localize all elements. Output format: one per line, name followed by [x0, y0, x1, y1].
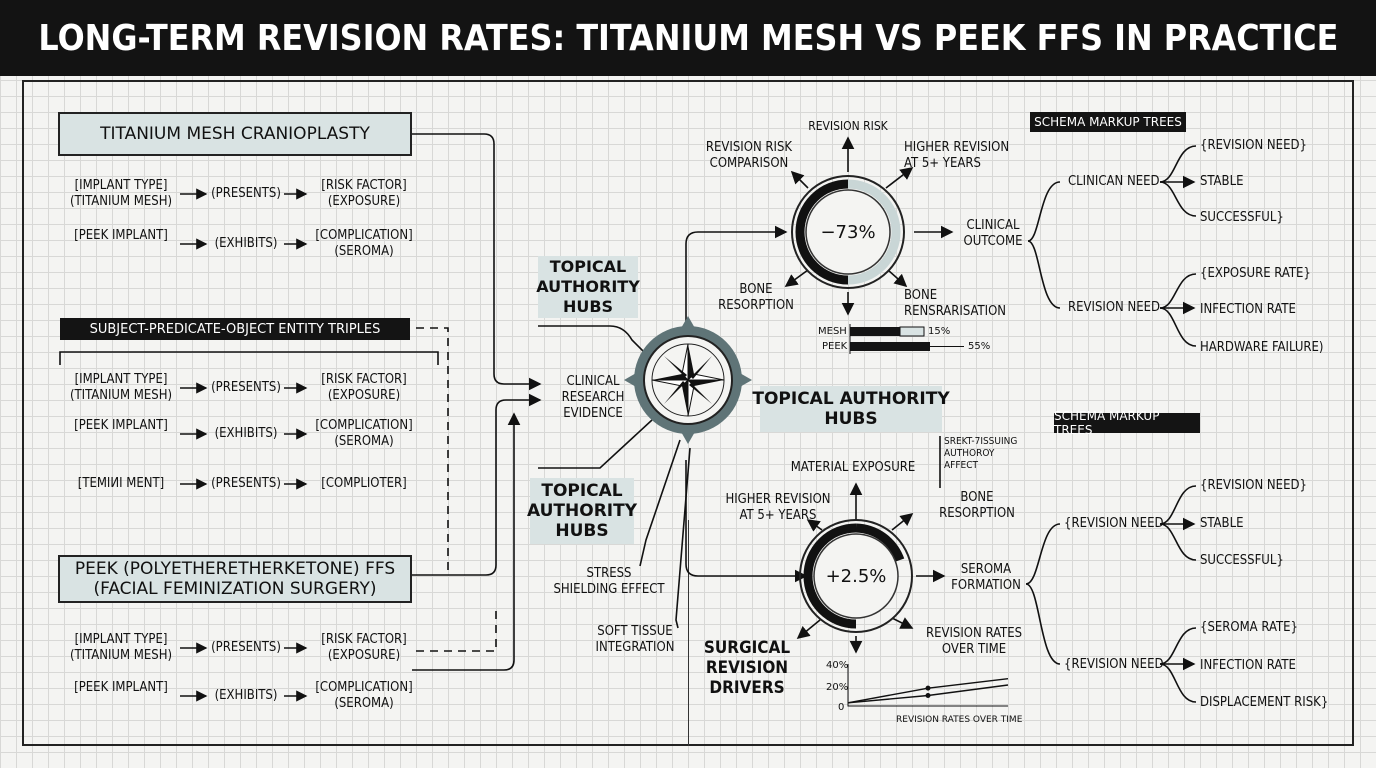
- bone-rensrarisation-label: BONE RENSRARISATION: [904, 288, 1007, 319]
- g3-predicate-1: (PRESENTS): [211, 640, 281, 655]
- g2-subject-2: [PEEK IMPLANT]: [74, 418, 168, 433]
- comparison-bars: [849, 324, 964, 354]
- g2-predicate-2: (EXHIBITS): [214, 426, 278, 441]
- revision-risk-comparison-label: REVISION RISK COMPARISON: [705, 140, 793, 171]
- line-point-2: [925, 693, 931, 698]
- tree1-leaf-3: SUCCESSFUL}: [1200, 210, 1284, 225]
- chart-ytick-0: 0: [838, 702, 845, 713]
- g2-subject-1: [IMPLANT TYPE] (TITANIUM MESH): [69, 372, 173, 403]
- chart-x-label: REVISION RATES OVER TIME: [896, 715, 1023, 725]
- bottom-ring: [799, 519, 913, 633]
- tree2-leaf-3: HARDWARE FAILURE): [1200, 340, 1324, 355]
- titanium-mesh-box: TITANIUM MESH CRANIOPLASTY: [58, 112, 412, 156]
- g2-predicate-3: (PRESENTS): [211, 476, 281, 491]
- g1-predicate-2: (EXHIBITS): [214, 236, 278, 251]
- g3-predicate-2: (EXHIBITS): [214, 688, 278, 703]
- g1-object-1: [RISK FACTOR] (EXPOSURE): [321, 178, 407, 209]
- revision-rates-over-time-label: REVISION RATES OVER TIME: [925, 626, 1023, 657]
- tree3-root: {REVISION NEED: [1064, 516, 1164, 531]
- clinical-research-label: CLINICAL RESEARCH EVIDENCE: [561, 374, 625, 421]
- g2-object-3: [COMPLIOTER]: [321, 476, 407, 491]
- g1-subject-1: [IMPLANT TYPE] (TITANIUM MESH): [69, 178, 173, 209]
- tree1-leaf-1: {REVISION NEED}: [1200, 138, 1307, 153]
- g3-subject-2: [PEEK IMPLANT]: [74, 680, 168, 695]
- chart-ytick-40: 40%: [826, 660, 849, 671]
- topical-authority-hub-top: TOPICAL AUTHORITY HUBS: [536, 256, 640, 318]
- authority-note-label: SREKT-7ISSUING AUTHOROY AFFECT: [944, 436, 1018, 471]
- tree2-leaf-1: {EXPOSURE RATE}: [1200, 266, 1311, 281]
- tree4-leaf-2: INFECTION RATE: [1200, 658, 1296, 673]
- bone-resorption-top-label: BONE RESORPTION: [718, 282, 794, 313]
- bar-mesh: [850, 327, 900, 336]
- g2-predicate-1: (PRESENTS): [211, 380, 281, 395]
- topical-authority-hub-mid: TOPICAL AUTHORITY HUBS: [752, 386, 950, 432]
- top-ring: [791, 175, 905, 289]
- tree1-leaf-2: STABLE: [1200, 174, 1244, 189]
- divider-line: [688, 520, 689, 746]
- revision-risk-label: REVISION RISK: [808, 119, 888, 133]
- tree3-leaf-1: {REVISION NEED}: [1200, 478, 1307, 493]
- tree4-root: {REVISION NEED: [1064, 657, 1164, 672]
- tree4-leaf-3: DISPLACEMENT RISK}: [1200, 695, 1329, 710]
- surgical-revision-label: SURGICAL REVISION DRIVERS: [703, 638, 791, 698]
- tree3-leaf-2: STABLE: [1200, 516, 1244, 531]
- line-chart-axes: [847, 664, 1008, 707]
- clinical-outcome-label: CLINICAL OUTCOME: [963, 218, 1023, 249]
- higher-revision-top-label: HIGHER REVISION AT 5+ YEARS: [904, 140, 1010, 171]
- material-exposure-label: MATERIAL EXPOSURE: [790, 460, 916, 475]
- topical-authority-hub-bottom: TOPICAL AUTHORITY HUBS: [527, 478, 637, 544]
- line-point-1: [925, 685, 931, 691]
- g3-subject-1: [IMPLANT TYPE] (TITANIUM MESH): [69, 632, 173, 663]
- line-series-1: [847, 678, 1009, 704]
- tree4-leaf-1: {SEROMA RATE}: [1200, 620, 1298, 635]
- bone-resorption-bottom-label: BONE RESORPTION: [939, 490, 1015, 521]
- revision-line-chart: [847, 664, 1009, 707]
- g2-subject-3: [TEMIИI MENT]: [77, 476, 165, 491]
- schema-markup-header-top: SCHEMA MARKUP TREES: [1030, 112, 1186, 132]
- top-ring-value: −73%: [820, 221, 876, 243]
- g1-subject-2: [PEEK IMPLANT]: [74, 228, 168, 243]
- schema-markup-header-bottom: SCHEMA MARKUP TREES: [1054, 409, 1200, 437]
- soft-tissue-label: SOFT TISSUE INTEGRATION: [595, 624, 675, 655]
- tree3-leaf-3: SUCCESSFUL}: [1200, 553, 1284, 568]
- stress-shielding-label: STRESS SHIELDING EFFECT: [553, 566, 665, 597]
- bar-peek: [850, 342, 930, 351]
- seroma-formation-label: SEROMA FORMATION: [951, 562, 1021, 593]
- compass-icon: [624, 316, 752, 444]
- bar-label-mesh: MESH: [818, 326, 847, 337]
- bracket-triples: [59, 351, 439, 365]
- bar-label-peek: PEEK: [822, 341, 848, 352]
- g1-predicate-1: (PRESENTS): [211, 186, 281, 201]
- chart-ytick-20: 20%: [826, 682, 849, 693]
- page-title: LONG-TERM REVISION RATES: TITANIUM MESH …: [0, 0, 1376, 76]
- title-text: LONG-TERM REVISION RATES: TITANIUM MESH …: [38, 17, 1339, 59]
- bar-mesh-remainder: [899, 326, 925, 337]
- triples-banner: SUBJECT-PREDICATE-OBJECT ENTITY TRIPLES: [60, 318, 410, 340]
- g3-object-1: [RISK FACTOR] (EXPOSURE): [321, 632, 407, 663]
- g2-object-1: [RISK FACTOR] (EXPOSURE): [321, 372, 407, 403]
- g2-object-2: [COMPLICATION] (SEROMA): [315, 418, 413, 449]
- g1-object-2: [COMPLICATION] (SEROMA): [315, 228, 413, 259]
- tree2-leaf-2: INFECTION RATE: [1200, 302, 1296, 317]
- higher-revision-bottom-label: HIGHER REVISION AT 5+ YEARS: [725, 492, 831, 523]
- tree1-root: CLINICAN NEED: [1068, 174, 1160, 189]
- g3-object-2: [COMPLICATION] (SEROMA): [315, 680, 413, 711]
- tree2-root: REVISION NEED: [1068, 300, 1161, 315]
- bottom-ring-value: +2.5%: [825, 565, 887, 587]
- peek-ffs-box: PEEK (POLYETHERETHERKETONE) FFS (FACIAL …: [58, 555, 412, 603]
- bar-value-mesh: 15%: [928, 326, 951, 337]
- bar-value-peek: 55%: [968, 341, 991, 352]
